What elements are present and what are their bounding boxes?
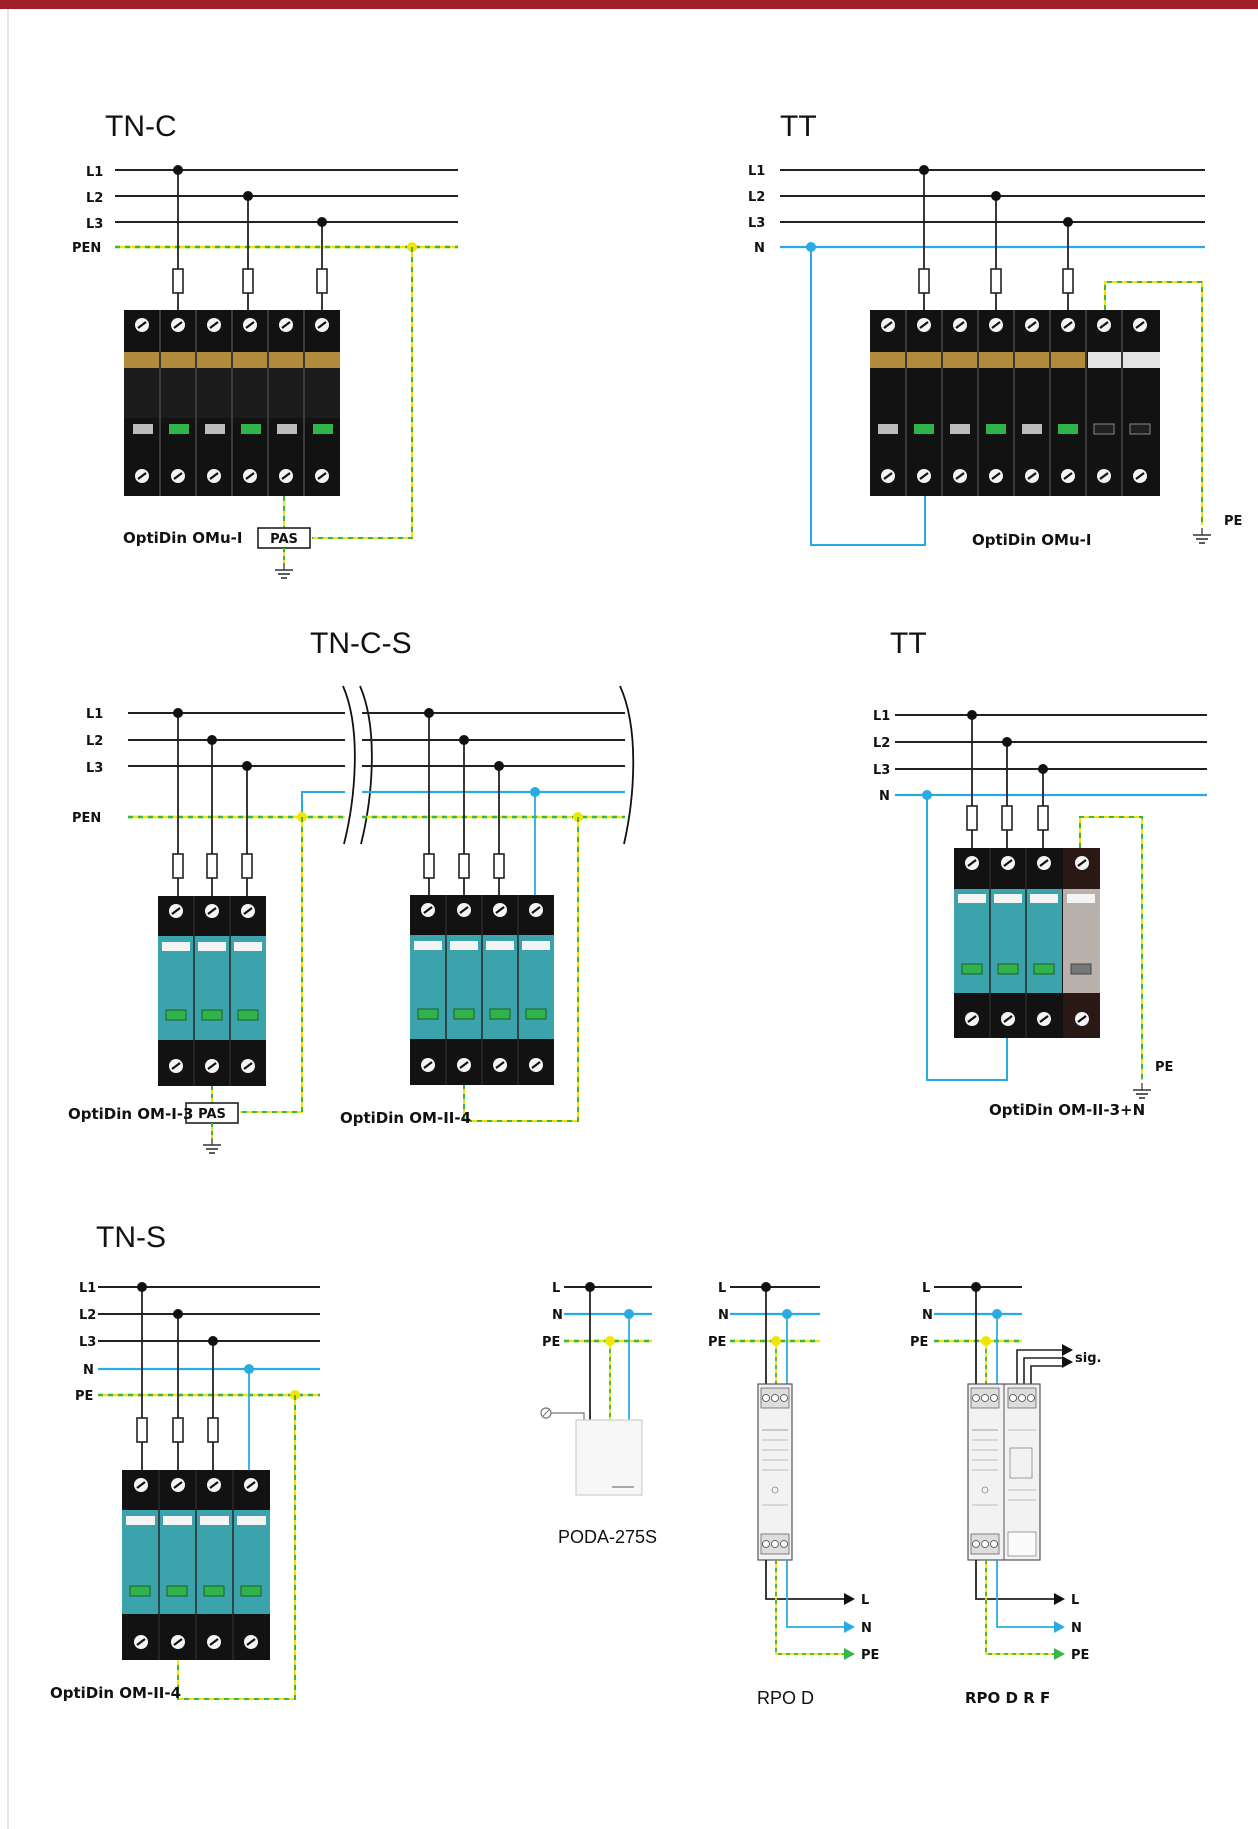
label-n: N bbox=[83, 1363, 94, 1378]
title-tt-top: TT bbox=[780, 110, 817, 143]
title-tn-c: TN-C bbox=[105, 110, 177, 143]
label-l3: L3 bbox=[748, 216, 765, 231]
label-sig: sig. bbox=[1075, 1351, 1101, 1366]
device-label-tt-top: OptiDin OMu-I bbox=[972, 531, 1091, 549]
arrow-right-icon bbox=[1062, 1344, 1073, 1356]
output-label-l: L bbox=[861, 1593, 869, 1608]
module-om-ii-3-n bbox=[954, 848, 1100, 1038]
diagram-poda: L N PE PODA-275S bbox=[540, 1281, 657, 1547]
arrow-right-icon bbox=[1054, 1593, 1065, 1605]
label-l: L bbox=[552, 1281, 560, 1296]
output-label-l: L bbox=[1071, 1593, 1079, 1608]
module-tn-c bbox=[124, 310, 340, 496]
module-om-ii-4-a bbox=[410, 895, 554, 1085]
device-label-rpo-d: RPO D bbox=[757, 1688, 814, 1708]
left-border bbox=[7, 9, 9, 1829]
ground-icon bbox=[274, 562, 294, 579]
label-n: N bbox=[922, 1308, 933, 1323]
label-n: N bbox=[754, 241, 765, 256]
module-tt-top bbox=[870, 310, 1160, 496]
device-label-rpo-drf: RPO D R F bbox=[965, 1689, 1050, 1707]
label-n: N bbox=[718, 1308, 729, 1323]
diagram-tn-c: TN-C L1 L2 L3 PEN bbox=[72, 110, 458, 579]
label-l3: L3 bbox=[873, 763, 890, 778]
label-l1: L1 bbox=[873, 709, 890, 724]
label-l1: L1 bbox=[748, 164, 765, 179]
title-tt-mid: TT bbox=[890, 627, 927, 660]
label-l2: L2 bbox=[86, 191, 103, 206]
label-l1: L1 bbox=[86, 165, 103, 180]
ground-icon bbox=[1192, 527, 1212, 544]
label-l2: L2 bbox=[748, 190, 765, 205]
module-om-i-3 bbox=[158, 896, 266, 1086]
output-label-pe: PE bbox=[1071, 1648, 1089, 1663]
label-pe: PE bbox=[542, 1335, 560, 1350]
diagram-tt-top: TT L1 L2 L3 N PE bbox=[748, 110, 1242, 549]
device-label-tn-c: OptiDin OMu-I bbox=[123, 529, 242, 547]
label-l2: L2 bbox=[873, 736, 890, 751]
label-l1: L1 bbox=[79, 1281, 96, 1296]
arrow-right-icon bbox=[1062, 1356, 1073, 1368]
arrow-right-icon bbox=[1054, 1648, 1065, 1660]
label-l2: L2 bbox=[86, 734, 103, 749]
label-pe: PE bbox=[1224, 514, 1242, 529]
label-n: N bbox=[879, 789, 890, 804]
label-l3: L3 bbox=[79, 1335, 96, 1350]
rpo-d-device-body bbox=[757, 1383, 793, 1561]
label-l2: L2 bbox=[79, 1308, 96, 1323]
label-pe: PE bbox=[708, 1335, 726, 1350]
label-l1: L1 bbox=[86, 707, 103, 722]
diagram-tn-s: TN-S L1 L2 L3 N PE bbox=[50, 1221, 320, 1702]
device-label-om-ii-3-n: OptiDin OM-II-3+N bbox=[989, 1101, 1145, 1119]
title-tn-c-s: TN-C-S bbox=[310, 627, 412, 660]
label-l: L bbox=[718, 1281, 726, 1296]
module-tn-s bbox=[122, 1470, 270, 1660]
label-pen: PEN bbox=[72, 811, 101, 826]
label-pe: PE bbox=[1155, 1060, 1173, 1075]
label-pen: PEN bbox=[72, 241, 101, 256]
arrow-right-icon bbox=[844, 1593, 855, 1605]
label-pe: PE bbox=[75, 1389, 93, 1404]
diagram-rpo-d: L N PE bbox=[708, 1281, 879, 1708]
diagram-tn-c-s: TN-C-S L1 L2 L3 PEN bbox=[68, 627, 635, 1154]
arrow-right-icon bbox=[844, 1621, 855, 1633]
label-n: N bbox=[552, 1308, 563, 1323]
diagram-tt-mid: TT L1 L2 L3 N PE bbox=[873, 627, 1207, 1119]
title-tn-s: TN-S bbox=[96, 1221, 166, 1254]
diagram-rpo-drf: L N PE sig. bbox=[910, 1281, 1101, 1707]
label-pe: PE bbox=[910, 1335, 928, 1350]
device-label-om-i-3: OptiDin OM-I-3 bbox=[68, 1105, 193, 1123]
output-label-pe: PE bbox=[861, 1648, 879, 1663]
ground-icon bbox=[1132, 1082, 1152, 1099]
label-l3: L3 bbox=[86, 217, 103, 232]
top-accent-bar bbox=[0, 0, 1258, 9]
arrow-right-icon bbox=[1054, 1621, 1065, 1633]
device-label-om-ii-4: OptiDin OM-II-4 bbox=[340, 1109, 471, 1127]
label-pas: PAS bbox=[270, 532, 298, 547]
ground-icon bbox=[202, 1137, 222, 1154]
poda-device-body bbox=[575, 1419, 643, 1496]
arrow-right-icon bbox=[844, 1648, 855, 1660]
label-l3: L3 bbox=[86, 761, 103, 776]
label-pas: PAS bbox=[198, 1107, 226, 1122]
rpo-drf-device-body bbox=[967, 1383, 1041, 1561]
device-label-poda: PODA-275S bbox=[558, 1527, 657, 1547]
label-l: L bbox=[922, 1281, 930, 1296]
device-label-tn-s: OptiDin OM-II-4 bbox=[50, 1684, 181, 1702]
output-label-n: N bbox=[861, 1621, 872, 1636]
output-label-n: N bbox=[1071, 1621, 1082, 1636]
